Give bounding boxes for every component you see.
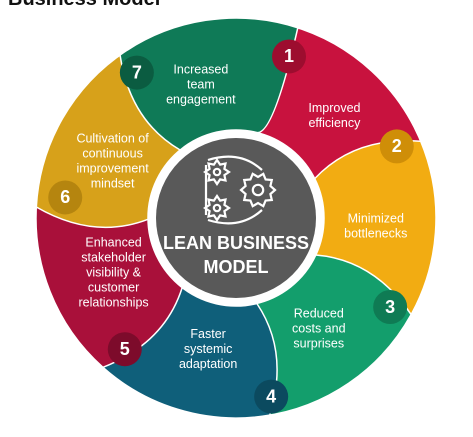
segment-4-number-badge [254,379,289,414]
segment-7-number: 7 [132,62,142,82]
center-disc [156,138,316,298]
gear-hub [212,167,222,177]
segment-5-number-badge [107,332,142,367]
segment-4-number: 4 [266,386,276,406]
gear-hub [212,203,222,213]
center-hub: LEAN BUSINESS MODEL [150,132,322,304]
center-title-line1: LEAN BUSINESS [163,233,309,253]
segment-1-number: 1 [284,46,294,66]
segment-7-number-badge [119,55,154,90]
segment-6-number: 6 [60,187,70,207]
segment-3-number: 3 [385,297,395,317]
segment-3-number-badge [373,290,408,324]
page-title: Business Model [8,0,160,11]
belt-lines [204,155,263,225]
segment-1-number-badge [272,39,307,74]
segment-6-number-badge [48,180,83,215]
gears-belt-icon [203,155,277,225]
gear-hub [251,183,265,197]
segment-5-number: 5 [120,339,130,359]
center-title-line2: MODEL [204,257,269,277]
segment-2-number: 2 [392,136,402,156]
segment-2-number-badge [379,129,414,164]
gear-shape [239,172,277,208]
